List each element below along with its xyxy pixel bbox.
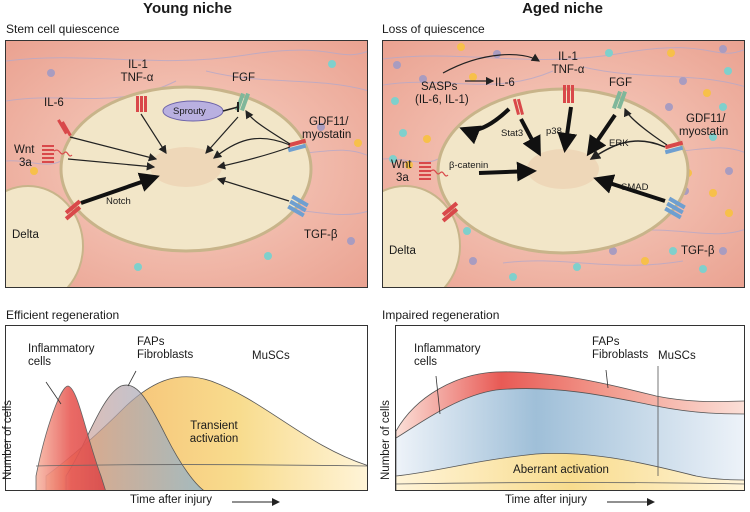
- aberrant-activation-label: Aberrant activation: [513, 464, 609, 476]
- aged-tgfb-label: TGF-β: [681, 245, 715, 257]
- aged-wnt3a-label: 3a: [396, 172, 409, 184]
- young-tnf-label: TNF-α: [120, 72, 154, 84]
- impaired-subtitle: Impaired regeneration: [382, 308, 500, 322]
- tgfb-receptor-icon: [287, 194, 309, 218]
- aged-wnt-label: Wnt: [391, 159, 412, 171]
- young-niche-illustration: [6, 41, 367, 287]
- sprouty-label: Sprouty: [173, 106, 206, 117]
- aged-il1-receptor-icon: [563, 85, 574, 103]
- notch-label: Notch: [106, 196, 131, 207]
- aged-tnf-label: TNF-α: [551, 64, 585, 76]
- inflammatory-curve: [35, 385, 106, 490]
- aged-myostatin-label: myostatin: [679, 126, 729, 138]
- sasps-label: SASPs: [421, 81, 458, 93]
- young-il1-label: IL-1: [128, 59, 148, 71]
- young-niche-subtitle: Stem cell quiescence: [6, 22, 120, 36]
- p38-label: p38: [546, 126, 562, 137]
- young-niche-heading: Young niche: [143, 0, 232, 17]
- impaired-x-axis-label: Time after injury: [505, 494, 588, 506]
- young-wnt3a-label: 3a: [19, 157, 32, 169]
- young-niche-panel: IL-1 TNF-α IL-6 Wnt 3a FGF Sprouty GDF11…: [5, 40, 368, 288]
- neighbor-cell: [6, 185, 84, 287]
- sasps-list-label: (IL-6, IL-1): [415, 94, 469, 106]
- young-fgf-label: FGF: [232, 72, 255, 84]
- aged-fgf-label: FGF: [609, 77, 632, 89]
- efficient-inflammatory-label: Inflammatory: [28, 343, 95, 355]
- aged-gdf11-label: GDF11/: [686, 113, 726, 125]
- gdf11-receptor-icon: [287, 138, 307, 153]
- aged-dots: [389, 43, 733, 281]
- il1-receptor-icon: [136, 96, 147, 112]
- efficient-inflammatory-label-2: cells: [28, 356, 52, 368]
- impaired-inflammatory-label: Inflammatory: [414, 343, 481, 355]
- impaired-y-axis-label: Number of cells: [380, 400, 392, 480]
- impaired-fibroblasts-label: Fibroblasts: [592, 349, 649, 361]
- efficient-fibroblasts-label: Fibroblasts: [137, 349, 194, 361]
- transient-label-1: Transient: [190, 420, 238, 432]
- aged-delta-receptor-icon: [441, 201, 459, 223]
- impaired-x-axis-arrow-icon: [607, 498, 655, 506]
- impaired-plot-panel: Inflammatory cells FAPs Fibroblasts MuSC…: [395, 325, 745, 491]
- aged-il6-receptor-icon: [512, 98, 525, 115]
- aged-neighbor-cell: [383, 185, 461, 287]
- smad-label: SMAD: [621, 182, 649, 193]
- young-delta-label: Delta: [12, 229, 39, 241]
- efficient-faps-label: FAPs: [137, 336, 165, 348]
- aged-nucleus: [527, 149, 599, 189]
- faps-curve: [65, 384, 204, 490]
- young-dots: [30, 60, 362, 271]
- aged-il1-label: IL-1: [558, 51, 578, 63]
- young-gdf11-label: GDF11/: [309, 116, 349, 128]
- impaired-muscs-label: MuSCs: [658, 350, 696, 362]
- aged-niche-panel: IL-1 TNF-α SASPs (IL-6, IL-1) IL-6 FGF G…: [382, 40, 745, 288]
- efficient-muscs-label: MuSCs: [252, 350, 290, 362]
- aged-delta-label: Delta: [389, 245, 416, 257]
- aged-gdf11-receptor-icon: [664, 140, 684, 155]
- impaired-muscs-curve: [396, 453, 744, 490]
- efficient-plot: [35, 370, 367, 490]
- transient-label-2: activation: [189, 433, 239, 445]
- aged-niche-heading: Aged niche: [522, 0, 603, 17]
- nucleus: [150, 147, 222, 187]
- il6-receptor-icon: [57, 119, 72, 137]
- efficient-x-axis-arrow-icon: [232, 498, 280, 506]
- impaired-faps-label: FAPs: [592, 336, 620, 348]
- efficient-subtitle: Efficient regeneration: [6, 308, 120, 322]
- aged-tgfb-receptor-icon: [664, 196, 686, 220]
- aged-niche-illustration: [383, 41, 744, 287]
- wnt-receptor-icon: [42, 145, 73, 163]
- aged-fgf-receptor-icon: [612, 90, 627, 110]
- aged-niche-subtitle: Loss of quiescence: [382, 22, 485, 36]
- young-wnt-label: Wnt: [14, 144, 35, 156]
- efficient-x-axis-label: Time after injury: [130, 494, 213, 506]
- aged-wnt-receptor-icon: [419, 162, 449, 180]
- efficient-y-axis-label: Number of cells: [2, 400, 14, 480]
- young-tgfb-label: TGF-β: [304, 229, 338, 241]
- stat3-label: Stat3: [501, 128, 524, 139]
- impaired-plot: [396, 366, 744, 490]
- delta-receptor-icon: [64, 199, 82, 221]
- young-il6-label: IL-6: [44, 97, 64, 109]
- beta-catenin-label: β-catenin: [449, 160, 489, 171]
- efficient-plot-panel: Inflammatory cells FAPs Fibroblasts MuSC…: [5, 325, 368, 491]
- young-myostatin-label: myostatin: [302, 129, 352, 141]
- erk-label: ERK: [609, 138, 629, 149]
- impaired-inflammatory-label-2: cells: [414, 356, 438, 368]
- aged-il6-label: IL-6: [495, 77, 515, 89]
